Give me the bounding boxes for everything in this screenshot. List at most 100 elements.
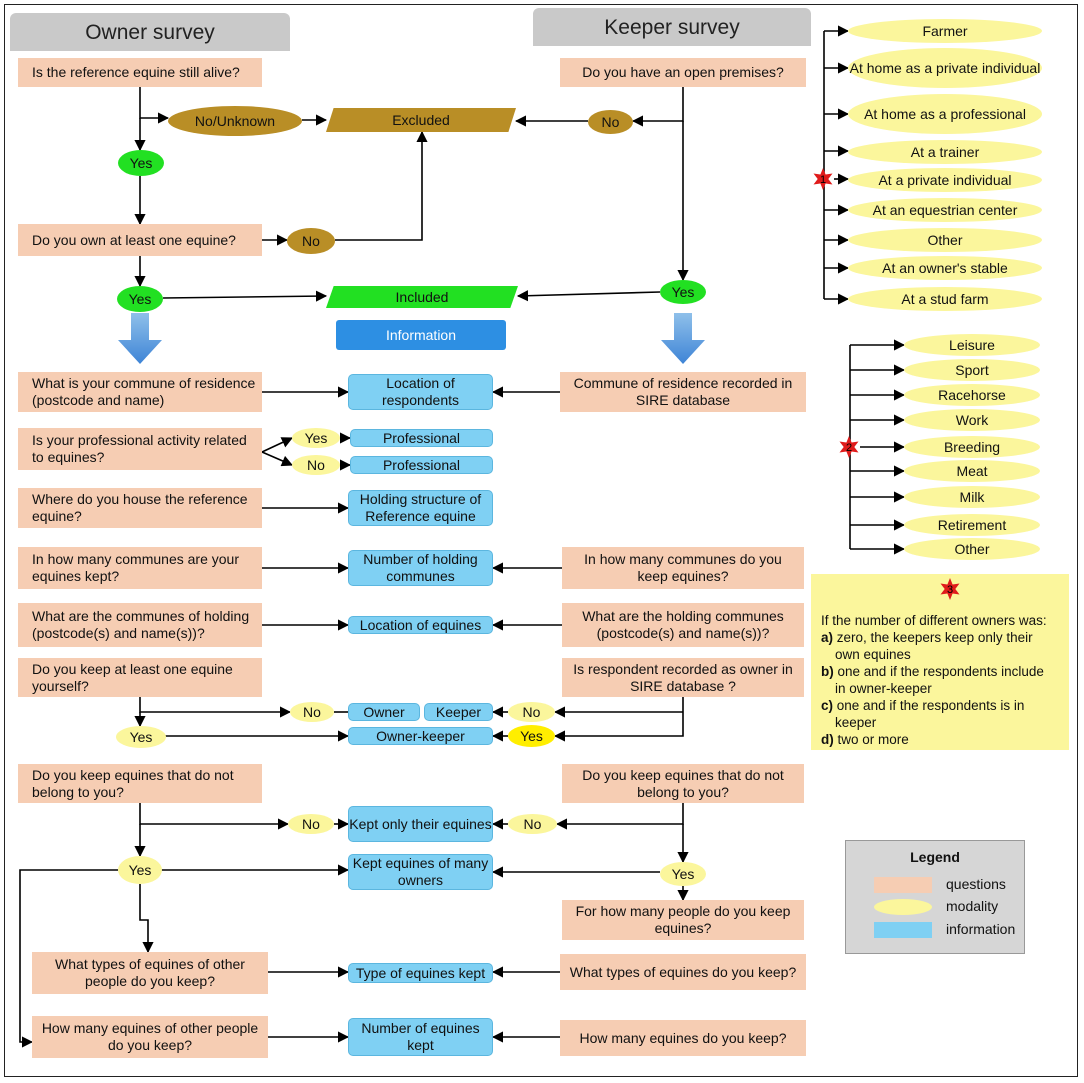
- housing-item: At home as a professional: [848, 94, 1042, 134]
- note-item-a-cont: own equines: [835, 647, 911, 662]
- modality-no-recorded-owner: No: [508, 702, 555, 722]
- use-item: Work: [904, 409, 1040, 431]
- info-holding-structure: Holding structure of Reference equine: [348, 490, 493, 526]
- question-commune-sire: Commune of residence recorded in SIRE da…: [560, 372, 806, 412]
- marker-2-label: 2: [846, 442, 852, 454]
- note-item-b-cont: in owner-keeper: [835, 681, 932, 696]
- question-communes-owner: In how many communes are your equines ke…: [18, 547, 262, 589]
- down-arrow-owner: [118, 313, 162, 364]
- question-types-keeper: What types of equines do you keep?: [560, 954, 806, 990]
- question-how-many-people: For how many people do you keep equines?: [562, 900, 804, 940]
- housing-item: At a stud farm: [848, 287, 1042, 311]
- housing-item: At an owner's stable: [848, 256, 1042, 280]
- modality-no-own: No: [287, 228, 335, 254]
- use-item: Sport: [904, 359, 1040, 381]
- modality-yes-professional: Yes: [292, 428, 340, 448]
- housing-item: At a private individual: [848, 168, 1042, 192]
- question-commune-residence: What is your commune of residence (postc…: [18, 372, 262, 412]
- use-item: Racehorse: [904, 384, 1040, 406]
- use-item: Retirement: [904, 514, 1040, 536]
- legend-title: Legend: [910, 849, 960, 865]
- info-kept-many: Kept equines of many owners: [348, 854, 493, 890]
- housing-item: At home as a private individual: [848, 48, 1042, 88]
- question-recorded-owner: Is respondent recorded as owner in SIRE …: [562, 658, 804, 697]
- note-item-c-cont: keeper: [835, 715, 877, 730]
- info-owner: Owner: [348, 703, 420, 721]
- line-yes-included-k: [516, 290, 661, 302]
- info-keeper: Keeper: [424, 703, 493, 721]
- outcome-excluded: Excluded: [326, 108, 516, 132]
- modality-no-premises: No: [588, 110, 633, 134]
- use-item: Meat: [904, 460, 1040, 482]
- marker-3-star-icon: 3: [939, 578, 961, 600]
- line-alive-nounknown: [139, 87, 170, 124]
- question-howmany-other: How many equines of other people do you …: [32, 1016, 268, 1058]
- info-number-kept: Number of equines kept: [348, 1018, 493, 1056]
- keeper-survey-header: Keeper survey: [533, 8, 811, 46]
- legend-swatch-questions: [874, 877, 932, 893]
- marker-1-star-icon: 1: [812, 168, 834, 190]
- housing-item: Other: [848, 228, 1042, 252]
- question-professional-activity: Is your professional activity related to…: [18, 428, 262, 470]
- info-number-holding: Number of holding communes: [348, 550, 493, 586]
- outcome-information: Information: [336, 320, 506, 350]
- modality-no-professional: No: [292, 455, 340, 475]
- modality-no-not-belong-keeper: No: [508, 814, 557, 834]
- modality-yes-alive: Yes: [118, 150, 164, 176]
- question-house-reference: Where do you house the reference equine?: [18, 488, 262, 528]
- line-yes-included: [162, 290, 328, 302]
- use-item: Other: [904, 538, 1040, 560]
- line-no-excluded: [335, 130, 428, 241]
- modality-yes-not-belong-keeper: Yes: [660, 862, 706, 886]
- question-premises: Do you have an open premises?: [560, 58, 806, 87]
- question-types-other: What types of equines of other people do…: [32, 952, 268, 994]
- question-own-one: Do you own at least one equine?: [18, 224, 262, 256]
- use-item: Milk: [904, 486, 1040, 508]
- modality-yes-not-belong-owner: Yes: [118, 856, 162, 884]
- housing-item: Farmer: [848, 19, 1042, 43]
- owner-survey-header: Owner survey: [10, 13, 290, 51]
- question-alive: Is the reference equine still alive?: [18, 58, 262, 87]
- question-keep-yourself: Do you keep at least one equine yourself…: [18, 658, 262, 697]
- info-professional-no: Professional: [350, 456, 493, 474]
- housing-item: At an equestrian center: [848, 198, 1042, 222]
- question-not-belong-keeper: Do you keep equines that do not belong t…: [562, 764, 804, 803]
- down-arrow-keeper: [661, 313, 705, 364]
- modality-no-unknown: No/Unknown: [168, 106, 302, 136]
- note-item-c: c) one and if the respondents is in: [821, 698, 1025, 713]
- marker-2-star-icon: 2: [838, 436, 860, 458]
- modality-yes-premises: Yes: [660, 280, 706, 304]
- marker-1-label: 1: [820, 174, 826, 186]
- line-premises-no: [631, 87, 684, 127]
- note-item-a: a) zero, the keepers keep only their: [821, 630, 1033, 645]
- info-professional-yes: Professional: [350, 429, 493, 447]
- modality-yes-recorded-owner: Yes: [508, 725, 555, 747]
- note-item-b: b) one and if the respondents include: [821, 664, 1044, 679]
- use-item: Leisure: [904, 334, 1040, 356]
- outcome-included: Included: [326, 286, 518, 308]
- question-holding-communes-owner: What are the communes of holding (postco…: [18, 603, 262, 647]
- question-holding-communes-keeper: What are the holding communes (postcode(…: [562, 603, 804, 647]
- modality-no-keep-yourself: No: [290, 702, 334, 722]
- note-intro: If the number of different owners was:: [821, 613, 1047, 628]
- info-location-respondents: Location of respondents: [348, 374, 493, 410]
- legend-label-questions: questions: [946, 876, 1006, 892]
- legend-swatch-information: [874, 922, 932, 938]
- legend-label-information: information: [946, 921, 1016, 937]
- marker-3-label: 3: [947, 584, 953, 596]
- use-item: Breeding: [904, 436, 1040, 458]
- diagram-frame: [4, 4, 1078, 1077]
- info-location-equines: Location of equines: [348, 616, 493, 634]
- info-kept-only: Kept only their equines: [348, 806, 493, 842]
- legend-swatch-modality: [874, 899, 932, 915]
- question-communes-keeper: In how many communes do you keep equines…: [562, 547, 804, 589]
- legend: Legend questions modality information: [845, 840, 1025, 954]
- modality-yes-keep-yourself: Yes: [116, 726, 166, 748]
- legend-label-modality: modality: [946, 898, 999, 914]
- note-item-d: d) two or more: [821, 732, 909, 747]
- note-box: 3 If the number of different owners was:…: [811, 574, 1069, 750]
- housing-item: At a trainer: [848, 140, 1042, 164]
- modality-yes-own: Yes: [117, 286, 163, 312]
- modality-no-not-belong-owner: No: [288, 814, 334, 834]
